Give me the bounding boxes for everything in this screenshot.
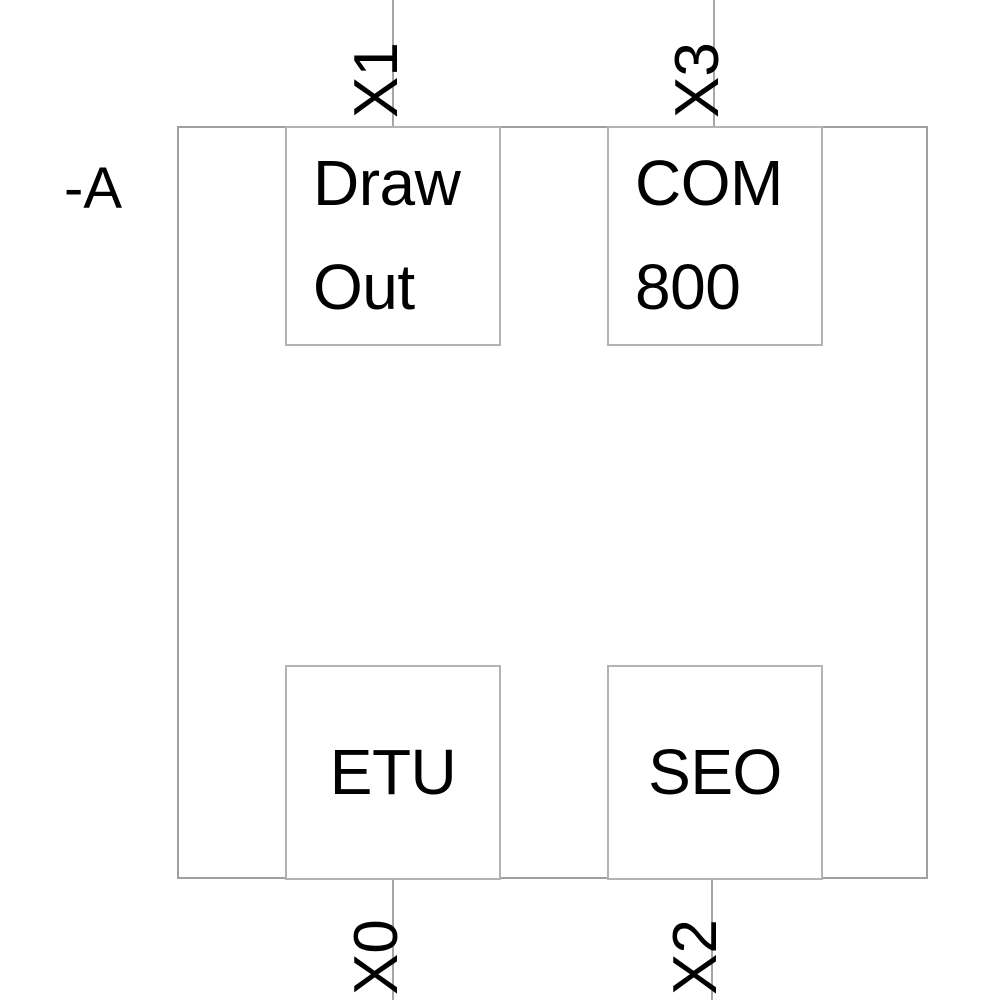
enclosure-outline	[177, 126, 928, 879]
module-com800[interactable]: COM 800	[607, 126, 823, 346]
module-com800-line-1: COM	[635, 147, 783, 220]
port-label-x1: X1	[342, 42, 411, 118]
connector-line-x1	[392, 0, 394, 127]
module-etu-label: ETU	[329, 735, 457, 808]
module-draw-out-line-2: Out	[313, 251, 415, 323]
module-etu[interactable]: ETU	[285, 665, 501, 880]
connector-line-x3	[713, 0, 715, 127]
connector-line-x2	[711, 878, 713, 1000]
module-seo-label: SEO	[648, 735, 782, 808]
designation-label: -A	[64, 156, 122, 221]
connector-line-x0	[392, 878, 394, 1000]
module-draw-out-line-1: Draw	[313, 147, 461, 220]
module-com800-line-2: 800	[635, 251, 741, 323]
port-label-x0: X0	[342, 919, 411, 995]
port-label-x2: X2	[661, 919, 730, 995]
port-label-x3: X3	[663, 42, 732, 118]
module-seo[interactable]: SEO	[607, 665, 823, 880]
module-draw-out[interactable]: Draw Out	[285, 126, 501, 346]
